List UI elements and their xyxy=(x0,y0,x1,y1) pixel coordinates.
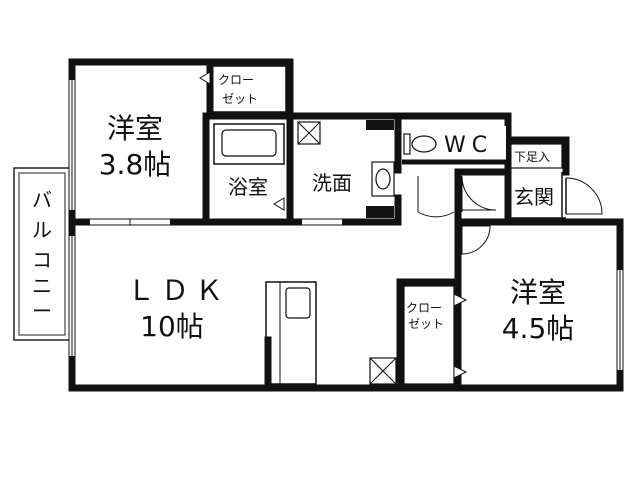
entrance: 下足入 玄関 xyxy=(508,143,603,219)
ldk-size: 10帖 xyxy=(140,310,204,343)
closet-1: クロー ゼット xyxy=(199,65,287,113)
toilet-label: WC xyxy=(444,133,493,158)
closet-1-label-line2: ゼット xyxy=(222,92,258,106)
windows xyxy=(68,80,624,370)
toilet: WC xyxy=(402,126,506,165)
closet-2-label-line2: ゼット xyxy=(408,317,444,331)
door-swings xyxy=(417,175,497,255)
western-room-2-size: 4.5帖 xyxy=(502,312,575,345)
shoe-box-label: 下足入 xyxy=(514,150,550,164)
bathroom-label: 浴室 xyxy=(228,175,268,199)
entrance-label: 玄関 xyxy=(514,185,554,209)
bathroom: 浴室 xyxy=(213,123,285,211)
closet-2: クロー ゼット xyxy=(403,285,468,385)
ldk: ＬＤＫ 10帖 xyxy=(127,274,397,385)
balcony-char-3: コ xyxy=(32,248,52,272)
western-room-1-label: 洋室 xyxy=(107,112,163,145)
western-room-2-label: 洋室 xyxy=(510,276,566,309)
ldk-label: ＬＤＫ xyxy=(127,274,229,307)
balcony: バ ル コ ニ ー xyxy=(13,167,71,341)
closet-1-label-line1: クロー xyxy=(218,73,254,87)
western-room-1-size: 3.8帖 xyxy=(99,148,172,181)
balcony-char-1: バ xyxy=(32,188,52,212)
washroom-label: 洗面 xyxy=(312,171,352,195)
washroom: 洗面 xyxy=(297,120,395,218)
balcony-char-4: ニ xyxy=(32,274,52,298)
balcony-char-2: ル xyxy=(32,218,52,242)
balcony-char-5: ー xyxy=(32,299,52,323)
closet-2-label-line1: クロー xyxy=(406,301,442,315)
